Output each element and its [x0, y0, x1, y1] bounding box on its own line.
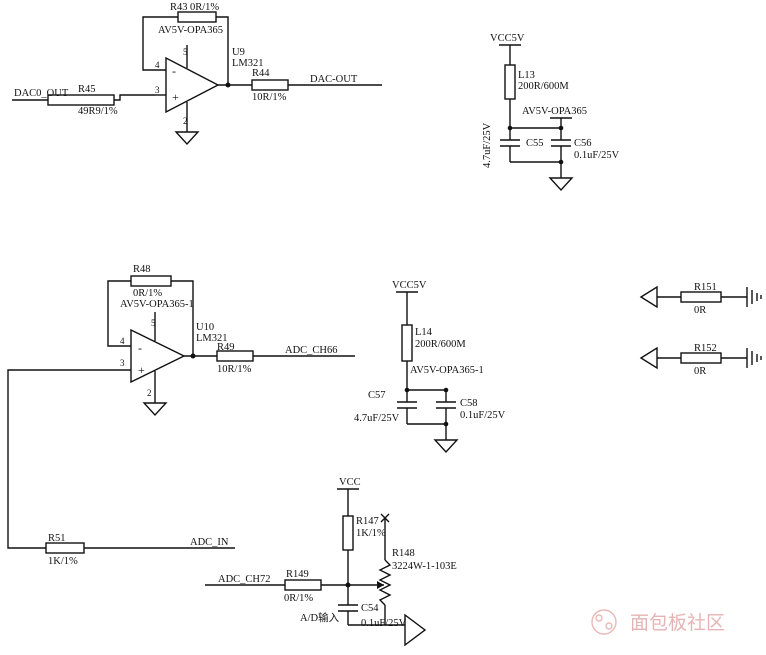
u10-minus: - — [138, 341, 142, 355]
r43-ref: R43 — [170, 2, 188, 13]
rail-label-2: AV5V-OPA365-1 — [410, 365, 484, 376]
opamp-u9 — [165, 56, 220, 114]
ad-input-label: A/D输入 — [300, 611, 340, 624]
u9-pin2: 2 — [183, 116, 188, 126]
vcc5v-label-1: VCC5V — [490, 33, 525, 44]
resistor-r151 — [680, 291, 722, 303]
l14-value: 200R/600M — [415, 339, 466, 350]
input-net-label: DAC0_OUT — [14, 88, 69, 99]
c54-value: 0.1uF/25V — [361, 618, 407, 629]
resistor-r51 — [45, 542, 85, 554]
r152-ref: R152 — [694, 343, 717, 354]
c55-value: 4.7uF/25V — [482, 122, 493, 168]
rail-label-1: AV5V-OPA365 — [522, 106, 587, 117]
u10-pin5: 5 — [151, 318, 156, 328]
u10-pin4: 4 — [120, 336, 125, 346]
r43-value: 0R/1% — [190, 2, 219, 13]
adc-ch72-network: VCC R147 1K/1% R148 3224W-1-103E ADC_CH7… — [205, 477, 457, 647]
u10-supply: AV5V-OPA365-1 — [120, 299, 194, 310]
ground-symbol-s1 — [548, 177, 574, 192]
r147-value: 1K/1% — [356, 528, 386, 539]
u9-pin5: 5 — [183, 47, 188, 57]
watermark-logo-icon — [591, 609, 617, 635]
input-net-label-2: ADC_IN — [190, 537, 229, 548]
u9-minus: - — [172, 64, 176, 78]
vcc-label: VCC — [339, 477, 361, 488]
u10-part: LM321 — [196, 333, 228, 344]
c58-value: 0.1uF/25V — [460, 410, 506, 421]
ground-arrow-left-1 — [639, 285, 658, 309]
r51-value: 1K/1% — [48, 556, 78, 567]
r152-value: 0R — [694, 366, 706, 377]
r49-ref: R49 — [217, 342, 235, 353]
r149-value: 0R/1% — [284, 593, 313, 604]
r148-value: 3224W-1-103E — [392, 561, 457, 572]
watermark-text: 面包板社区 — [630, 612, 725, 634]
inductor-l13 — [504, 64, 516, 100]
r151-ref: R151 — [694, 282, 717, 293]
u9-ref: U9 — [232, 47, 245, 58]
u9-part: LM321 — [232, 58, 264, 69]
supply-filter-2: VCC5V L14 200R/600M AV5V-OPA365-1 C57 4.… — [354, 280, 506, 454]
u10-ref: U10 — [196, 322, 214, 333]
c56-value: 0.1uF/25V — [574, 150, 620, 161]
r45-ref: R45 — [78, 84, 96, 95]
r44-ref: R44 — [252, 68, 270, 79]
resistor-r152 — [680, 352, 722, 364]
resistor-r43 — [177, 11, 217, 23]
u9-pin3: 3 — [155, 85, 160, 95]
u9-plus: + — [172, 90, 179, 104]
c54-ref: C54 — [361, 603, 379, 614]
r51-ref: R51 — [48, 533, 66, 544]
c56-ref: C56 — [574, 138, 592, 149]
ground-link-r151: R151 0R — [639, 282, 762, 316]
u10-pin2: 2 — [147, 388, 152, 398]
opamp-u10 — [130, 328, 186, 384]
potentiometer-r148 — [378, 559, 392, 606]
ground-link-r152: R152 0R — [639, 343, 762, 377]
l13-value: 200R/600M — [518, 81, 569, 92]
c55-ref: C55 — [526, 138, 544, 149]
supply-filter-1: VCC5V L13 200R/600M AV5V-OPA365 C55 4.7u… — [482, 33, 620, 192]
r151-value: 0R — [694, 305, 706, 316]
ground-symbol-s2 — [433, 439, 459, 454]
u10-pin3: 3 — [120, 358, 125, 368]
resistor-r147 — [342, 515, 354, 551]
r44-value: 10R/1% — [252, 92, 287, 103]
c58-ref: C58 — [460, 398, 478, 409]
r49-value: 10R/1% — [217, 364, 252, 375]
adc-buffer-circuit: R48 0R/1% AV5V-OPA365-1 - + 4 3 5 2 U10 … — [7, 264, 355, 567]
ground-arrow-left-2 — [639, 346, 658, 370]
u9-supply: AV5V-OPA365 — [158, 25, 223, 36]
l14-ref: L14 — [415, 327, 433, 338]
resistor-r149 — [284, 579, 322, 591]
r45-value: 49R9/1% — [78, 106, 118, 117]
resistor-r48 — [130, 275, 172, 287]
watermark: 面包板社区 — [591, 609, 725, 635]
output-net-label-2: ADC_CH66 — [285, 345, 338, 356]
adc-ch72-label: ADC_CH72 — [218, 574, 271, 585]
u10-plus: + — [138, 363, 145, 377]
r147-ref: R147 — [356, 516, 379, 527]
vcc5v-label-2: VCC5V — [392, 280, 427, 291]
r148-ref: R148 — [392, 548, 415, 559]
r48-ref: R48 — [133, 264, 151, 275]
ground-symbol-u9 — [174, 131, 200, 146]
u9-pin4: 4 — [155, 60, 160, 70]
c57-ref: C57 — [368, 390, 386, 401]
r48-value: 0R/1% — [133, 288, 162, 299]
ground-triangle-ch72 — [404, 613, 427, 647]
c57-value: 4.7uF/25V — [354, 413, 400, 424]
output-net-label: DAC-OUT — [310, 74, 358, 85]
l13-ref: L13 — [518, 70, 535, 81]
r149-ref: R149 — [286, 569, 309, 580]
ground-symbol-u10 — [142, 402, 168, 417]
inductor-l14 — [401, 324, 413, 362]
dac-buffer-circuit: DAC0_OUT R45 49R9/1% R43 0R/1% - + 4 3 5… — [12, 2, 382, 146]
resistor-r44 — [251, 79, 289, 91]
